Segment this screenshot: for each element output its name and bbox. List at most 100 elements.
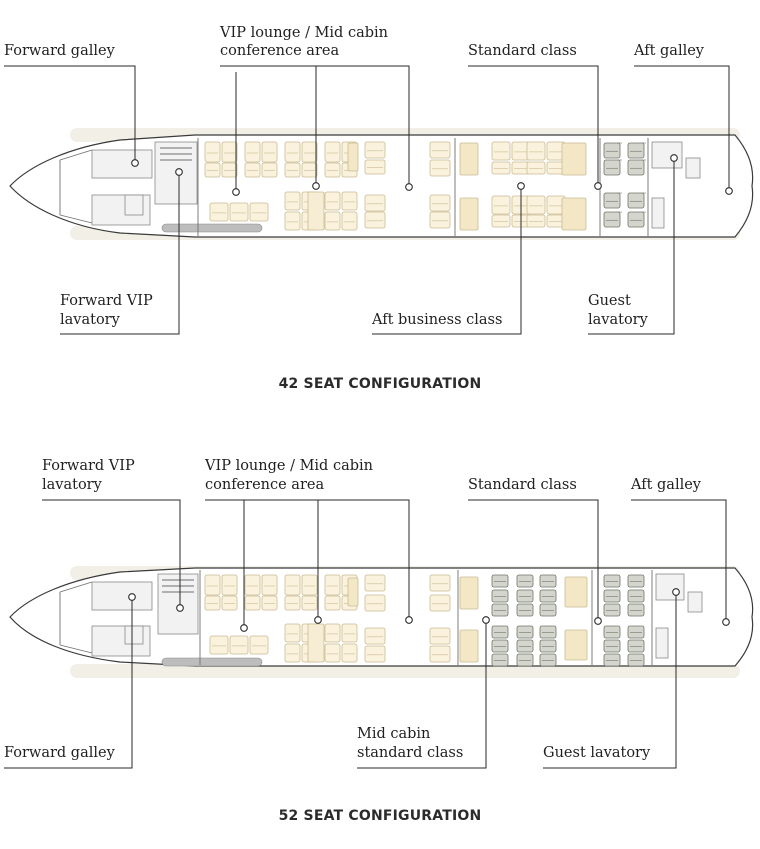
standard-seat [603,142,621,159]
standard-seat [627,625,645,639]
marker-dot [670,154,678,162]
business-seat [364,211,386,229]
business-seat [261,162,278,178]
vip-lavatory-counter [161,223,263,233]
standard-seat [627,192,645,209]
standard-seat [491,603,509,617]
lounge-seat [249,635,269,655]
lounge-seat [229,202,249,222]
business-seat [364,159,386,175]
label-forward-galley: Forward galley [4,745,116,761]
business-seat [284,574,301,596]
conference-seat [341,623,358,643]
business-seat [244,141,261,163]
business-seat [301,141,318,163]
business-seat [429,627,451,645]
business-seat [244,595,261,611]
standard-seat [603,603,621,617]
label-forward-vip-lavatory-line1: Forward VIP [60,293,153,309]
standard-seat [539,589,557,603]
standard-seat [491,574,509,588]
forward-galley-unit [91,573,199,657]
marker-dot [314,616,322,624]
side-console [347,142,359,172]
marker-dot [725,187,733,195]
vip-lavatory-counter [161,657,263,667]
label-vip-lounge-line1: VIP lounge / Mid cabin [219,25,388,41]
business-seat [204,162,221,178]
conference-seat [324,211,341,231]
floor-shadow [70,664,740,678]
business-seat [324,574,341,596]
standard-seat [516,639,534,653]
standard-seat [627,653,645,667]
label-forward-vip-lavatory-line2: lavatory [60,312,121,328]
leader-forward-vip-lavatory [42,499,181,608]
config-title-42: 42 SEAT CONFIGURATION [279,376,482,392]
marker-dot [240,624,248,632]
standard-seat [627,142,645,159]
leader-forward-galley [4,597,133,769]
business-seat [364,594,386,612]
standard-seat [516,653,534,667]
marker-dot [232,188,240,196]
standard-seat [603,589,621,603]
aircraft-plan-52-seat [9,566,754,678]
business-seat [204,574,221,596]
seat-group [204,141,646,231]
business-seat [491,161,511,175]
business-seat [491,141,511,161]
standard-seat [539,625,557,639]
leader-guest-lavatory [588,158,675,335]
lounge-seat [249,202,269,222]
conference-seat [341,211,358,231]
leader-lines-42-seat [4,65,733,335]
business-seat [364,141,386,159]
business-seat [429,194,451,212]
aft-galley-unit [655,573,703,659]
business-seat [284,141,301,163]
conference-seat [324,191,341,211]
standard-seat [539,603,557,617]
label-guest-lavatory-line1: Guest [588,293,631,309]
marker-dot [131,159,139,167]
standard-seat [603,574,621,588]
lounge-seat [209,635,229,655]
side-console [459,629,479,663]
business-seat [526,195,546,215]
standard-seat [539,653,557,667]
conference-seat [341,643,358,663]
business-seat [324,162,341,178]
business-seat [364,194,386,212]
standard-seat [516,589,534,603]
standard-seat [627,589,645,603]
leader-aft-business-class [372,186,522,335]
leader-standard-class [468,499,599,621]
marker-dot [482,616,490,624]
business-seat [491,214,511,228]
business-seat [429,211,451,229]
leader-aft-galley [634,65,730,191]
standard-seat [516,625,534,639]
lounge-seat [229,635,249,655]
conference-table [307,191,325,231]
business-seat [526,214,546,228]
label-aft-galley: Aft galley [633,43,705,59]
label-aft-business-class: Aft business class [371,312,502,328]
standard-seat [603,211,621,228]
business-seat [364,627,386,645]
business-seat [429,159,451,177]
standard-seat [539,639,557,653]
conference-seat [284,623,301,643]
label-forward-vip-lavatory-line2: lavatory [42,477,103,493]
conference-seat [284,191,301,211]
business-seat [526,141,546,161]
label-vip-lounge-line2: conference area [205,477,324,493]
label-vip-lounge-line2: conference area [220,43,339,59]
business-seat [429,645,451,663]
label-vip-lounge-line1: VIP lounge / Mid cabin [204,458,373,474]
business-seat [261,574,278,596]
leader-forward-galley [4,65,136,163]
leader-aft-galley [631,499,727,622]
